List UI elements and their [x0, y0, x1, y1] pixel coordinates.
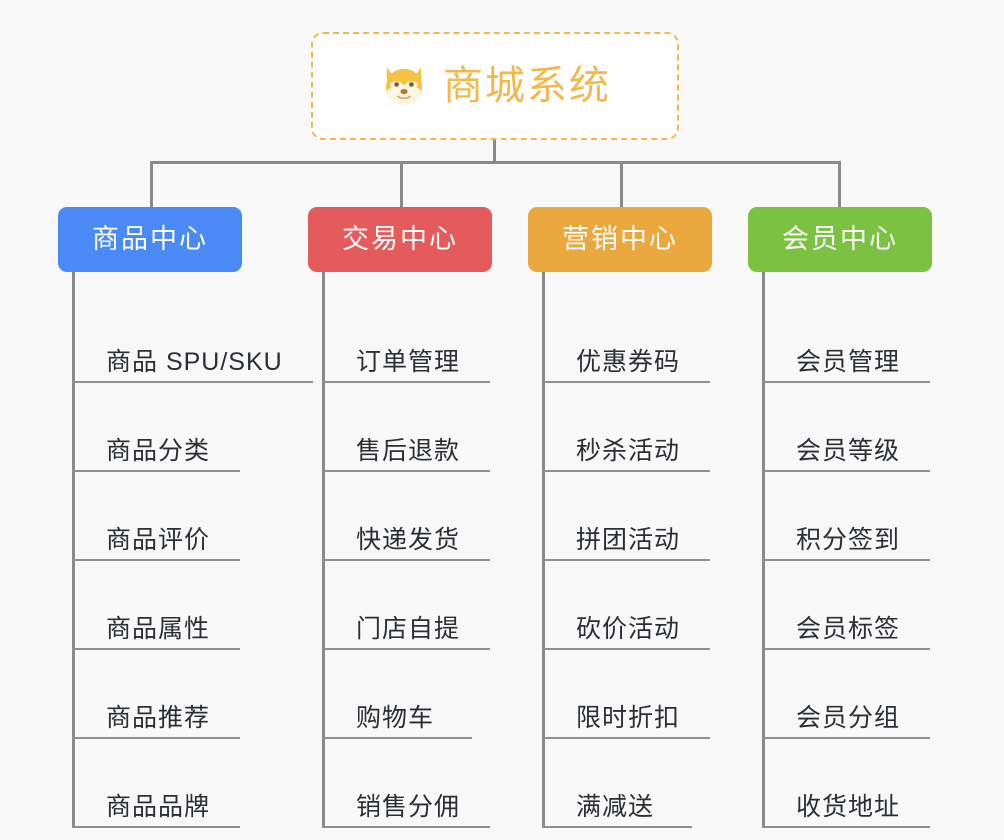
leaf-item[interactable]: 拼团活动 [542, 472, 711, 561]
leaf-label: 商品 SPU/SKU [106, 347, 283, 376]
leaf-label: 订单管理 [356, 347, 461, 376]
leaf-label: 收货地址 [796, 792, 901, 821]
connector-horizontal-bus [150, 161, 841, 164]
leaf-item[interactable]: 会员标签 [762, 561, 931, 650]
leaf-label: 购物车 [356, 703, 435, 732]
leaf-label: 门店自提 [356, 614, 461, 643]
root-node[interactable]: 商城系统 [311, 32, 679, 140]
branch-header-label: 商品中心 [92, 224, 208, 254]
leaf-label: 会员分组 [796, 703, 901, 732]
branch-header-2[interactable]: 交易中心 [308, 207, 492, 272]
leaf-item[interactable]: 商品品牌 [72, 739, 241, 828]
leaf-label: 会员标签 [796, 614, 901, 643]
branch-spine-1 [72, 272, 75, 828]
branch-column-3: 营销中心 优惠券码 秒杀活动 拼团活动 砍价活动 限时折扣 满减送 [528, 207, 712, 828]
branch-column-4: 会员中心 会员管理 会员等级 积分签到 会员标签 会员分组 收货地址 [748, 207, 932, 828]
leaf-label: 拼团活动 [576, 525, 681, 554]
branch-header-label: 营销中心 [562, 224, 678, 254]
connector-drop-1 [150, 161, 153, 207]
leaf-label: 商品评价 [106, 525, 211, 554]
leaf-label: 砍价活动 [576, 614, 681, 643]
leaf-label: 秒杀活动 [576, 436, 681, 465]
leaf-item[interactable]: 积分签到 [762, 472, 931, 561]
leaf-item[interactable]: 会员管理 [762, 294, 931, 383]
leaf-item[interactable]: 商品推荐 [72, 650, 241, 739]
leaf-item[interactable]: 销售分佣 [322, 739, 491, 828]
leaf-item[interactable]: 满减送 [542, 739, 692, 828]
leaf-item[interactable]: 门店自提 [322, 561, 491, 650]
branch-header-label: 交易中心 [342, 224, 458, 254]
leaf-label: 商品属性 [106, 614, 211, 643]
branch-header-label: 会员中心 [782, 224, 898, 254]
leaf-item[interactable]: 商品属性 [72, 561, 241, 650]
leaf-item[interactable]: 秒杀活动 [542, 383, 711, 472]
leaf-item[interactable]: 商品分类 [72, 383, 241, 472]
connector-drop-3 [620, 161, 623, 207]
branch-column-1: 商品中心 商品 SPU/SKU 商品分类 商品评价 商品属性 商品推荐 商品品牌 [58, 207, 313, 828]
branch-spine-2 [322, 272, 325, 828]
leaf-label: 限时折扣 [576, 703, 681, 732]
branch-column-2: 交易中心 订单管理 售后退款 快递发货 门店自提 购物车 销售分佣 [308, 207, 492, 828]
branch-spine-3 [542, 272, 545, 828]
leaf-label: 商品推荐 [106, 703, 211, 732]
leaf-item[interactable]: 会员分组 [762, 650, 931, 739]
leaf-item[interactable]: 售后退款 [322, 383, 491, 472]
branch-header-4[interactable]: 会员中心 [748, 207, 932, 272]
leaf-label: 商品分类 [106, 436, 211, 465]
branch-children-1: 商品 SPU/SKU 商品分类 商品评价 商品属性 商品推荐 商品品牌 [72, 272, 313, 828]
branch-children-2: 订单管理 售后退款 快递发货 门店自提 购物车 销售分佣 [322, 272, 492, 828]
leaf-item[interactable]: 商品评价 [72, 472, 241, 561]
leaf-item[interactable]: 商品 SPU/SKU [72, 294, 313, 383]
branch-children-3: 优惠券码 秒杀活动 拼团活动 砍价活动 限时折扣 满减送 [542, 272, 712, 828]
leaf-item[interactable]: 砍价活动 [542, 561, 711, 650]
leaf-label: 商品品牌 [106, 792, 211, 821]
branch-header-3[interactable]: 营销中心 [528, 207, 712, 272]
leaf-item[interactable]: 购物车 [322, 650, 472, 739]
leaf-item[interactable]: 限时折扣 [542, 650, 711, 739]
connector-drop-2 [400, 161, 403, 207]
leaf-item[interactable]: 优惠券码 [542, 294, 711, 383]
branch-header-1[interactable]: 商品中心 [58, 207, 242, 272]
leaf-label: 会员等级 [796, 436, 901, 465]
leaf-label: 销售分佣 [356, 792, 461, 821]
leaf-label: 满减送 [576, 792, 655, 821]
connector-root-vertical [493, 140, 496, 164]
leaf-item[interactable]: 订单管理 [322, 294, 491, 383]
branch-spine-4 [762, 272, 765, 828]
leaf-label: 会员管理 [796, 347, 901, 376]
leaf-item[interactable]: 会员等级 [762, 383, 931, 472]
leaf-item[interactable]: 收货地址 [762, 739, 931, 828]
branch-children-4: 会员管理 会员等级 积分签到 会员标签 会员分组 收货地址 [762, 272, 932, 828]
leaf-label: 积分签到 [796, 525, 901, 554]
leaf-label: 快递发货 [356, 525, 461, 554]
leaf-item[interactable]: 快递发货 [322, 472, 491, 561]
leaf-label: 售后退款 [356, 436, 461, 465]
dog-face-icon [379, 61, 429, 111]
connector-drop-4 [838, 161, 841, 207]
root-title: 商城系统 [443, 64, 611, 108]
leaf-label: 优惠券码 [576, 347, 681, 376]
